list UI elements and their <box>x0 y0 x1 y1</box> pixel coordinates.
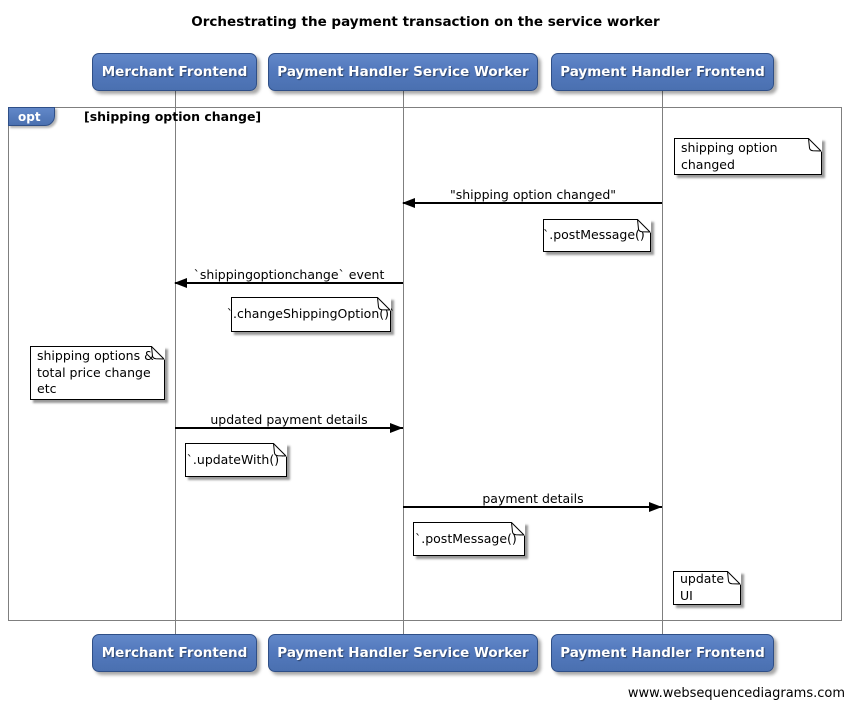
opt-fragment-frame <box>8 107 842 621</box>
message-label: payment details <box>482 491 584 506</box>
note-fold-icon <box>637 219 651 233</box>
note-updatewith: `.updateWith()` <box>185 443 287 477</box>
watermark: www.websequencediagrams.com <box>627 686 845 701</box>
actor-bottom-payment-handler-frontend: Payment Handler Frontend <box>551 634 774 672</box>
arrowhead-right-icon <box>649 502 662 512</box>
actor-top-payment-handler-frontend: Payment Handler Frontend <box>551 53 774 91</box>
message-line <box>403 506 662 508</box>
fragment-guard: [shipping option change] <box>84 109 262 124</box>
note-text: update UI <box>680 571 725 603</box>
lifeline-payment-handler-frontend <box>662 91 663 634</box>
note-fold-icon <box>511 522 525 536</box>
note-fold-icon <box>151 346 165 360</box>
lifeline-payment-handler-service-worker <box>403 91 404 634</box>
actor-bottom-payment-handler-service-worker: Payment Handler Service Worker <box>268 634 538 672</box>
message-label: updated payment details <box>210 412 368 427</box>
actor-label: Merchant Frontend <box>101 64 248 80</box>
note-fold-icon <box>727 571 741 585</box>
note-fold-icon <box>808 138 822 152</box>
message-line <box>175 427 403 429</box>
note-update-ui: update UI <box>673 571 741 605</box>
note-text: shipping option changed <box>681 139 778 172</box>
note-postmessage-2: `.postMessage()` <box>413 522 525 556</box>
actor-label: Payment Handler Service Worker <box>277 64 529 80</box>
actor-label: Payment Handler Frontend <box>560 64 765 80</box>
note-shipping-options-total-price: shipping options & total price change et… <box>30 346 165 400</box>
message-line <box>175 282 403 284</box>
note-postmessage-1: `.postMessage()` <box>543 219 651 252</box>
note-text: `.updateWith()` <box>186 451 286 467</box>
actor-top-merchant-frontend: Merchant Frontend <box>92 53 257 91</box>
note-changeshippingoption: `.changeShippingOption()` <box>227 297 395 332</box>
fragment-operator-badge: opt <box>8 107 55 126</box>
message-label: `shippingoptionchange` event <box>193 267 385 282</box>
note-text: shipping options & total price change et… <box>37 347 154 397</box>
note-fold-icon <box>377 297 391 311</box>
lifeline-merchant-frontend <box>175 91 176 634</box>
message-label: "shipping option changed" <box>449 187 617 202</box>
note-text: `.postMessage()` <box>543 227 652 243</box>
fragment-operator-label: opt <box>18 109 41 124</box>
arrowhead-left-icon <box>174 278 187 288</box>
actor-label: Merchant Frontend <box>101 645 248 661</box>
note-text: `.postMessage()` <box>415 530 524 546</box>
actor-label: Payment Handler Frontend <box>560 645 765 661</box>
arrowhead-right-icon <box>390 423 403 433</box>
actor-bottom-merchant-frontend: Merchant Frontend <box>92 634 257 672</box>
actor-top-payment-handler-service-worker: Payment Handler Service Worker <box>268 53 538 91</box>
note-text: `.changeShippingOption()` <box>226 306 396 322</box>
note-fold-icon <box>273 443 287 457</box>
message-line <box>403 202 662 204</box>
diagram-title: Orchestrating the payment transaction on… <box>191 14 660 30</box>
arrowhead-left-icon <box>402 198 415 208</box>
note-shipping-option-changed: shipping option changed <box>674 138 822 175</box>
actor-label: Payment Handler Service Worker <box>277 645 529 661</box>
